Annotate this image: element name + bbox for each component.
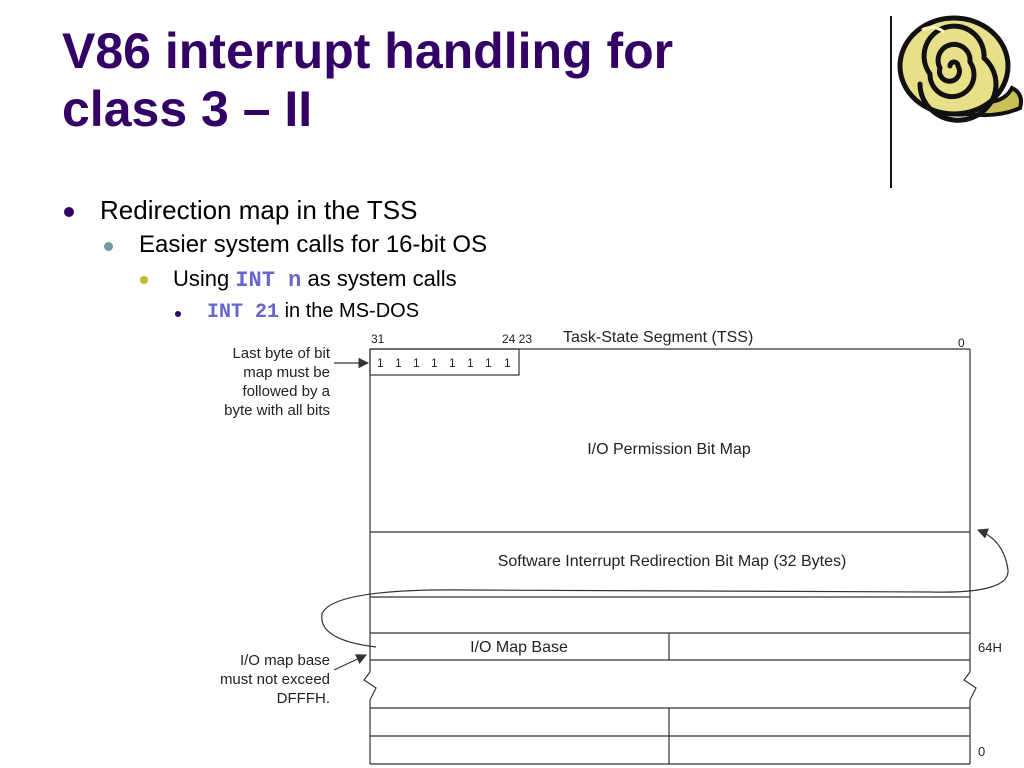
bit-value: 1 <box>485 356 492 370</box>
bullet-4-post: in the MS-DOS <box>279 300 420 322</box>
note-top-line: byte with all bits <box>224 402 330 419</box>
io-map-base-pointer-arrow <box>321 528 1009 648</box>
title-divider <box>890 16 892 188</box>
bit-value: 1 <box>504 356 511 370</box>
bit-value: 1 <box>449 356 456 370</box>
note-top-line: map must be <box>243 364 330 381</box>
bit-value: 1 <box>377 356 384 370</box>
io-permission-label: I/O Permission Bit Map <box>587 441 751 458</box>
bullet-dot-4 <box>175 311 181 317</box>
redirection-label: Software Interrupt Redirection Bit Map (… <box>498 553 847 570</box>
bullet-dot-2 <box>104 242 113 251</box>
bullet-1: Redirection map in the TSS <box>100 195 418 225</box>
bullet-3: Using INT n as system calls <box>173 266 457 293</box>
bit-0-label: 0 <box>958 336 965 350</box>
bit-value: 1 <box>467 356 474 370</box>
note-bottom-arrow <box>333 654 367 671</box>
note-bottom-line: DFFFH. <box>277 690 330 707</box>
right-break-zigzag <box>963 671 977 701</box>
bullet-3-code: INT n <box>235 268 302 293</box>
title-line-2: class 3 – II <box>62 81 313 137</box>
bullet-2: Easier system calls for 16-bit OS <box>139 231 488 258</box>
slide-title: V86 interrupt handling for class 3 – II <box>62 22 673 138</box>
bit-value: 1 <box>395 356 402 370</box>
bullet-4-code: INT 21 <box>207 301 280 324</box>
bit-value: 1 <box>431 356 438 370</box>
note-bottom-line: I/O map base <box>240 652 330 669</box>
note-top-line: followed by a <box>242 383 330 400</box>
left-break-zigzag <box>363 671 377 701</box>
bit-value: 1 <box>413 356 420 370</box>
bullet-3-pre: Using <box>173 266 236 291</box>
tss-header: Task-State Segment (TSS) <box>563 329 753 346</box>
spiral-scroll-icon <box>897 15 1023 123</box>
all-ones-byte-box <box>369 348 520 376</box>
note-top-line: Last byte of bit <box>232 345 330 362</box>
bit-31-label: 31 <box>371 332 385 346</box>
bullet-4: INT 21 in the MS-DOS <box>207 300 419 324</box>
bit-24-23-label: 24 23 <box>502 332 532 346</box>
io-map-base-label: I/O Map Base <box>470 639 568 656</box>
bullet-dot-1 <box>64 207 74 217</box>
offset-0-label: 0 <box>978 744 985 759</box>
bullet-dot-3 <box>140 276 148 284</box>
bullet-3-post: as system calls <box>301 266 457 291</box>
title-line-1: V86 interrupt handling for <box>62 23 674 79</box>
note-bottom-line: must not exceed <box>220 671 330 688</box>
offset-64h-label: 64H <box>978 640 1002 655</box>
